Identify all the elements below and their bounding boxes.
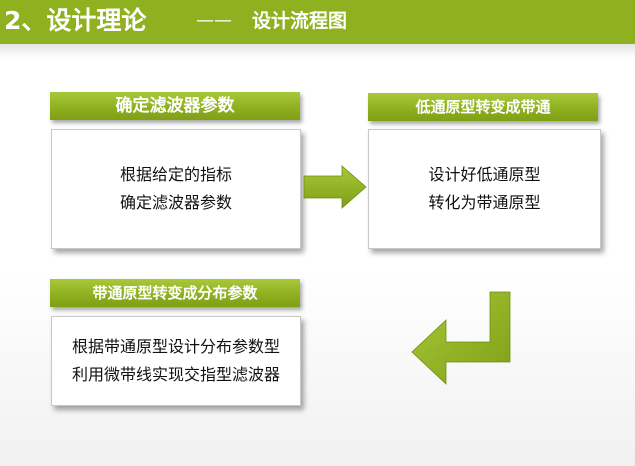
header-shadow: [0, 44, 635, 58]
step-2-box: 设计好低通原型 转化为带通原型: [368, 129, 601, 249]
step-2-label: 低通原型转变成带通: [368, 93, 598, 121]
step-3-line-2: 利用微带线实现交指型滤波器: [71, 365, 280, 384]
step-1-line-2: 确定滤波器参数: [119, 193, 232, 212]
step-1-label: 确定滤波器参数: [50, 92, 300, 120]
step-2-line-2: 转化为带通原型: [428, 193, 541, 212]
step-3-box: 根据带通原型设计分布参数型 利用微带线实现交指型滤波器: [51, 316, 301, 406]
step-1-box: 根据给定的指标 确定滤波器参数: [51, 129, 301, 249]
step-2-text: 设计好低通原型 转化为带通原型: [428, 161, 540, 217]
down-left-arrow-icon: [411, 291, 511, 385]
step-3-line-1: 根据带通原型设计分布参数型: [71, 337, 280, 356]
title-separator: ——: [196, 10, 232, 31]
title-bar: 2、设计理论 —— 设计流程图: [0, 0, 635, 44]
step-1-text: 根据给定的指标 确定滤波器参数: [120, 161, 232, 217]
step-3-text: 根据带通原型设计分布参数型 利用微带线实现交指型滤波器: [72, 333, 280, 389]
right-arrow-icon: [303, 165, 367, 209]
step-1-line-1: 根据给定的指标: [119, 165, 232, 184]
slide-title: 2、设计理论: [4, 6, 147, 35]
step-2-line-1: 设计好低通原型: [428, 165, 541, 184]
slide-subtitle: 设计流程图: [252, 10, 348, 32]
step-3-label: 带通原型转变成分布参数: [50, 279, 300, 307]
